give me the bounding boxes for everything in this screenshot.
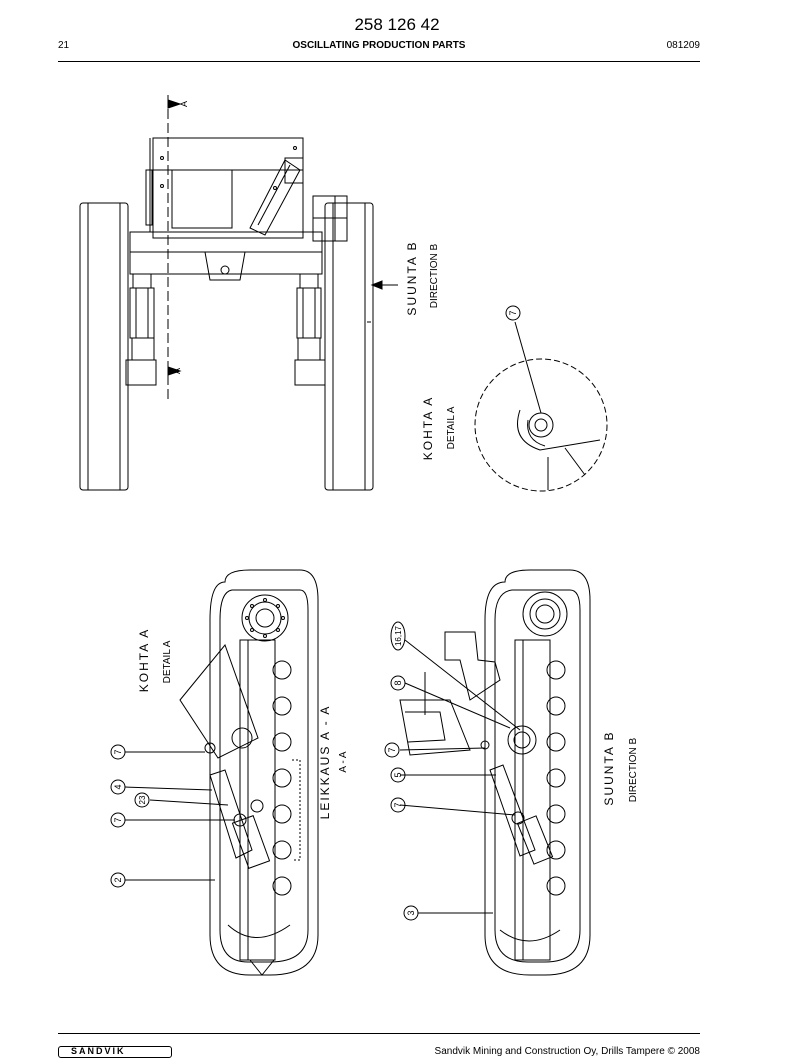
detail-a-label: DETAIL A [446,406,457,449]
header-rule [58,61,700,62]
callout-right-3: 7 [387,747,397,752]
callout-detail-top: 7 [508,310,518,315]
callout-right-6: 3 [406,910,416,915]
kohta-a-left-label: KOHTA A [137,628,151,692]
footer-rule [58,1033,700,1034]
document-number: 258 126 42 [354,15,440,34]
callout-left-2: 4 [113,784,123,789]
callout-left-3: 23 [138,795,147,804]
page-header: 21 OSCILLATING PRODUCTION PARTS 081209 [58,40,700,54]
suunta-b-right-label: SUUNTA B [602,730,616,805]
callout-right-4: 5 [393,772,403,777]
callout-right-5: 7 [393,802,403,807]
detail-a-circle [474,321,608,492]
direction-b-drawing [399,569,591,976]
detail-a-left-label: DETAIL A [162,640,173,683]
section-marker-bottom: A [172,368,182,374]
direction-b-right-label: DIRECTION B [628,737,639,802]
date-code: 081209 [666,40,700,51]
callout-left-1: 7 [113,749,123,754]
callout-left-5: 2 [113,877,123,882]
callout-circles [110,305,521,921]
page-title: OSCILLATING PRODUCTION PARTS [292,40,466,51]
callout-left-4: 7 [113,817,123,822]
callout-right-1: 16,17 [394,625,403,646]
logo-text: SANDVIK [71,1046,126,1056]
kohta-a-label: KOHTA A [421,396,435,460]
section-a-a-drawing [124,569,319,976]
top-view-drawing [79,95,398,491]
page-number: 21 [58,40,70,51]
direction-b-label: DIRECTION B [429,243,440,308]
callout-right-2: 8 [393,680,403,685]
leikkaus-label: LEIKKAUS A - A [318,705,332,820]
section-marker-top: A [179,101,189,107]
sandvik-logo: SANDVIK [58,1046,172,1058]
suunta-b-label: SUUNTA B [405,240,419,315]
section-a-a-label: A - A [338,751,349,772]
copyright-text: Sandvik Mining and Construction Oy, Dril… [434,1046,700,1057]
